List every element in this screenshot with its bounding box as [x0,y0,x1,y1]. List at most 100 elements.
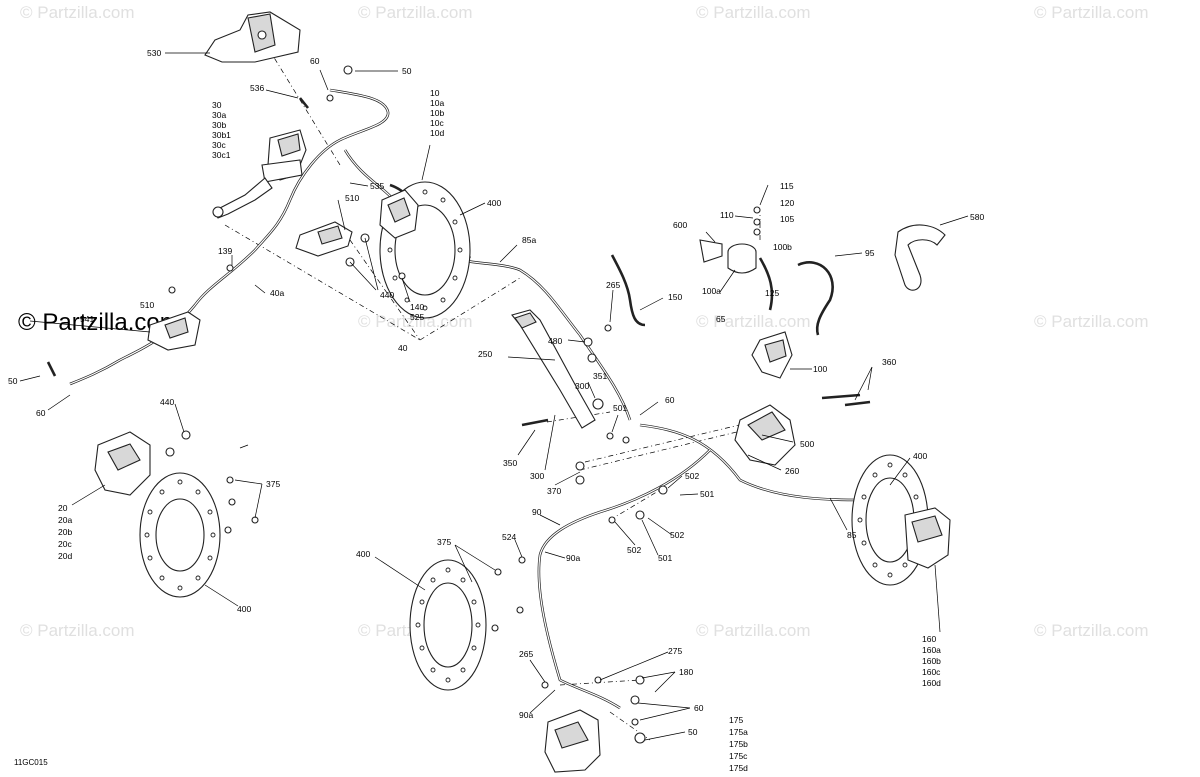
part-label: 30c [212,140,226,150]
part-label: 250 [478,349,492,359]
part-label: 20a [58,515,72,525]
part-label: 30b [212,120,226,130]
part-label: 535 [370,181,384,191]
part-label: 105 [780,214,794,224]
part-label: 536 [250,83,264,93]
part-label: 160b [922,656,941,666]
brake-disc-400-bottom [409,559,487,691]
part-label: 160a [922,645,941,655]
part-label: 480 [548,336,562,346]
part-label: 10d [430,128,444,138]
part-labels: 530 60 50 536 10 10a 10b 10c 10d 30 30a … [8,48,984,773]
bracket-510-left [147,311,201,351]
watermark-text: © Partzilla.com [1034,3,1149,22]
part-label: 502 [670,530,684,540]
watermark-text: © Partzilla.com [1034,621,1149,640]
part-label: 30 [212,100,222,110]
part-label: 370 [547,486,561,496]
part-label: 160 [922,634,936,644]
master-cylinder-30 [212,129,307,219]
part-label: 300 [575,381,589,391]
part-label: 600 [673,220,687,230]
part-label: 60 [36,408,46,418]
part-label: 501 [700,489,714,499]
part-label: 501 [613,403,627,413]
reservoir-100 [699,206,793,379]
part-label: 160c [922,667,941,677]
watermark-text: © Partzilla.com [358,3,473,22]
part-label: 502 [627,545,641,555]
part-label: 10c [430,118,444,128]
part-label: 350 [503,458,517,468]
watermark-text: © Partzilla.com [696,3,811,22]
part-label: 85a [522,235,536,245]
part-label: 30a [212,110,226,120]
part-label: 510 [140,300,154,310]
parts [46,11,951,773]
part-label: 10a [430,98,444,108]
part-label: 60 [694,703,704,713]
part-label: 502 [685,471,699,481]
part-label: 530 [147,48,161,58]
watermark-text: © Partzilla.com [1034,312,1149,331]
part-label: 524 [502,532,516,542]
part-label: 400 [356,549,370,559]
part-label: 360 [882,357,896,367]
caliper-10 [379,189,419,239]
part-label: 40a [270,288,284,298]
part-label: 95 [865,248,875,258]
part-label: 140 [410,302,424,312]
caliper-175 [544,709,601,773]
part-label: 50 [402,66,412,76]
part-label: 175c [729,751,748,761]
part-label: 175b [729,739,748,749]
part-label: 50 [8,376,18,386]
caliper-20 [94,431,151,496]
part-label: 85 [847,530,857,540]
bracket-530 [204,11,301,63]
part-label: 20d [58,551,72,561]
part-label: 440 [160,397,174,407]
part-label: 440 [380,290,394,300]
part-label: 10b [430,108,444,118]
part-label: 40 [398,343,408,353]
part-label: 541 [80,314,94,324]
part-label: 160d [922,678,941,688]
part-label: 400 [237,604,251,614]
part-label: 100a [702,286,721,296]
brake-disc-400-left [139,472,221,598]
part-label: 265 [606,280,620,290]
part-label: 580 [970,212,984,222]
part-label: 175d [729,763,748,773]
part-label: 375 [437,537,451,547]
part-label: 20c [58,539,72,549]
part-label: 510 [345,193,359,203]
part-label: 100 [813,364,827,374]
part-label: 150 [668,292,682,302]
part-label: 30c1 [212,150,231,160]
caliper-160 [904,507,951,569]
part-label: 90a [566,553,580,563]
part-label: 50 [688,727,698,737]
part-label: 300 [530,471,544,481]
watermark-text: © Partzilla.com [696,312,811,331]
part-label: 400 [487,198,501,208]
watermark-text: © Partzilla.com [20,621,135,640]
part-label: 115 [780,181,794,191]
watermark-text: © Partzilla.com [358,312,473,331]
assembly-axis-lines [224,37,761,741]
part-label: 375 [266,479,280,489]
part-label: 260 [785,466,799,476]
part-label: 100b [773,242,792,252]
hose-580 [894,224,946,291]
pedal-250 [511,309,596,429]
part-label: 120 [780,198,794,208]
part-label: 265 [519,649,533,659]
part-label: 90a [519,710,533,720]
part-label: 275 [668,646,682,656]
part-label: 60 [310,56,320,66]
part-label: 20 [58,503,68,513]
part-label: 10 [430,88,440,98]
part-label: 180 [679,667,693,677]
